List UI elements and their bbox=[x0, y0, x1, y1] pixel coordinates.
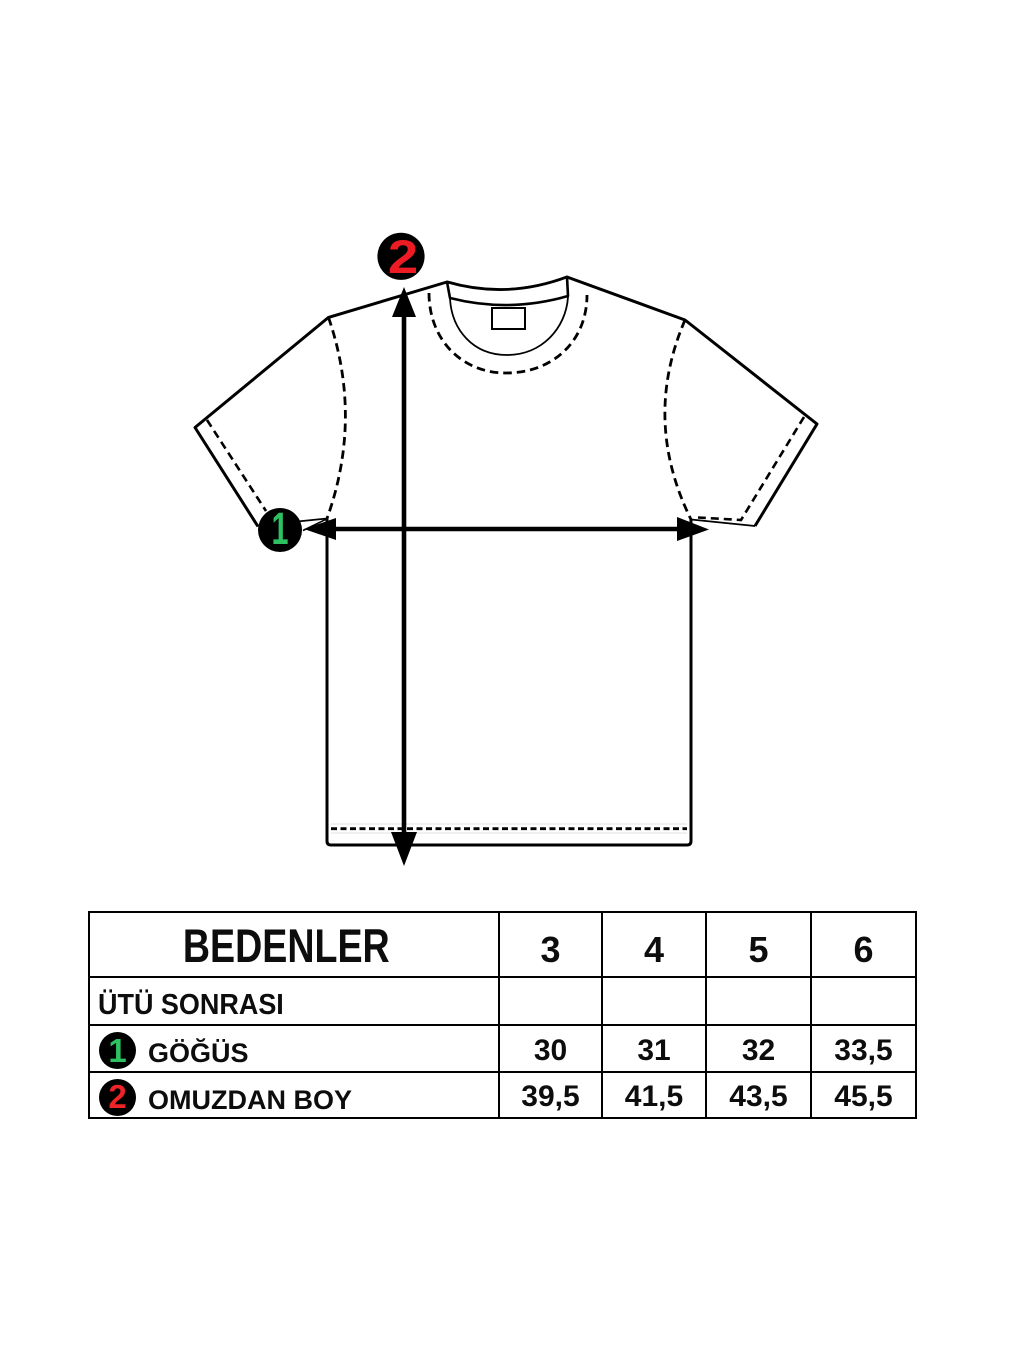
svg-text:2: 2 bbox=[388, 230, 418, 283]
svg-text:1: 1 bbox=[272, 503, 289, 554]
